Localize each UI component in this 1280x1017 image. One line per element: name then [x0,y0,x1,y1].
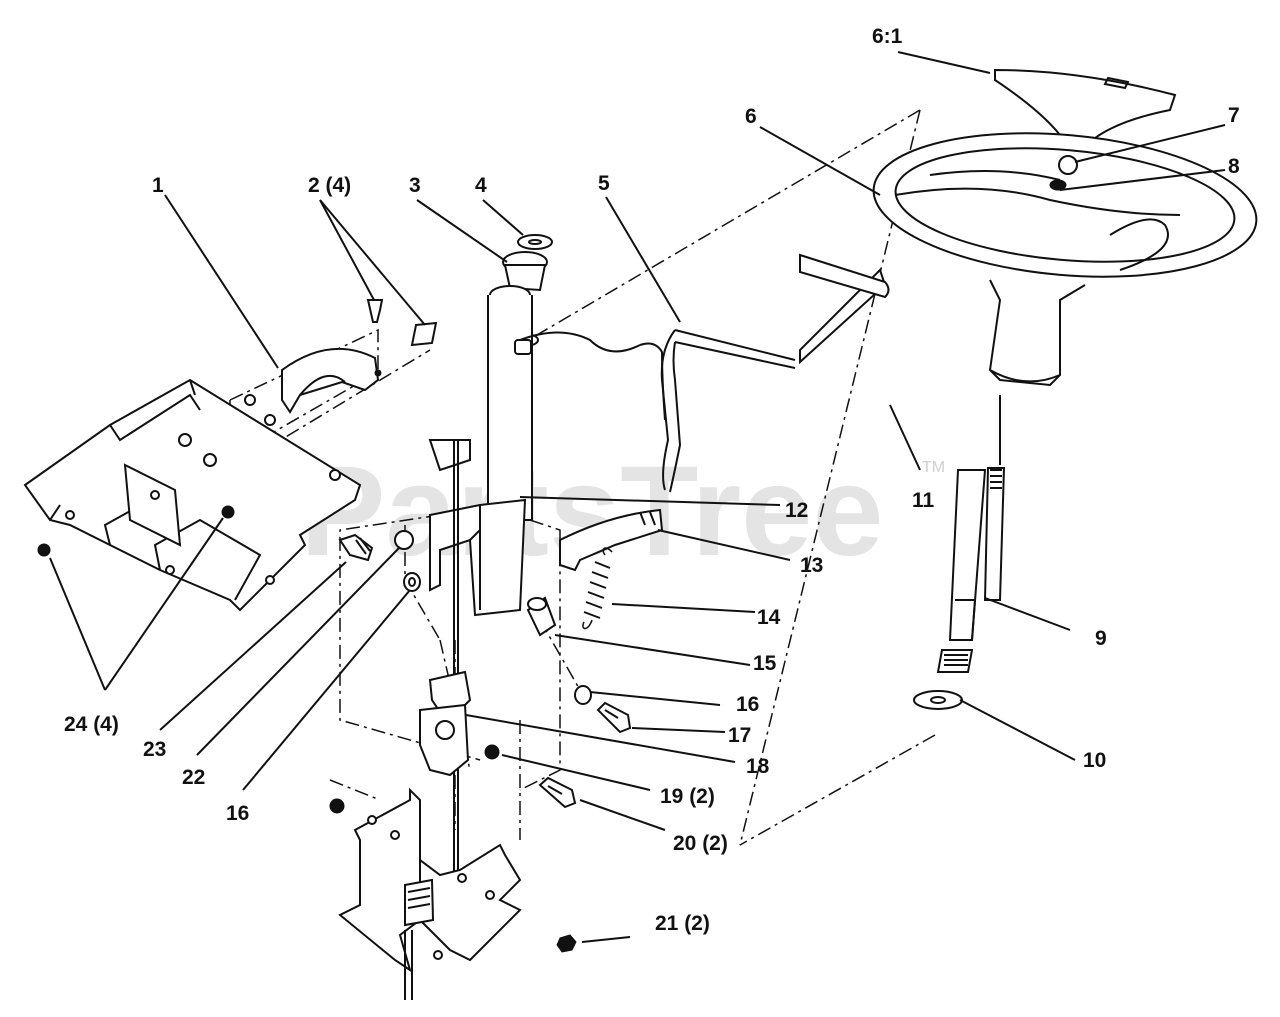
nuts-24 [37,505,235,557]
steering-column [428,251,641,900]
callout-22: 22 [182,766,205,789]
callout-11: 11 [912,489,935,512]
steering-insert-6-1 [994,68,1177,140]
callout-17: 17 [728,724,751,747]
callout-7: 7 [1228,104,1240,127]
callout-3: 3 [409,174,421,197]
nut-19 [484,744,500,760]
seat-plate-13 [559,508,664,572]
bolt-17 [596,701,632,734]
steering-wheel-6 [872,132,1258,387]
callout-4: 4 [475,174,487,197]
callout-labels: 1 2 (4) 3 4 5 6 6:1 7 8 9 10 11 12 13 14… [64,25,1240,935]
washer-16-right [574,685,592,705]
callout-12: 12 [785,499,808,522]
washer-4 [517,234,553,250]
watermark: PartsTree TM [300,440,945,583]
callout-20: 20 (2) [673,832,728,855]
callout-13: 13 [800,554,823,577]
callout-6: 6 [745,105,757,128]
callout-10: 10 [1083,749,1106,772]
nut-21 [556,934,577,953]
lower-bracket [329,787,522,1000]
callout-2: 2 (4) [308,174,351,197]
callout-16-left: 16 [226,802,249,825]
callout-16-right: 16 [736,693,759,716]
lift-rod-5 [639,268,887,493]
callout-8: 8 [1228,155,1240,178]
callout-6-1: 6:1 [872,25,903,48]
callout-24: 24 (4) [64,713,119,736]
callout-18: 18 [746,755,770,778]
callout-1: 1 [152,174,164,197]
callout-19: 19 (2) [660,785,715,808]
callout-21: 21 (2) [655,912,710,935]
washer-10 [913,690,963,710]
callout-9: 9 [1095,627,1107,650]
callout-23: 23 [143,738,166,761]
washer-16-left [403,572,421,592]
watermark-trademark: TM [922,459,945,476]
steering-shaft-9 [936,395,1006,673]
grip-11 [799,253,890,299]
callout-15: 15 [753,652,777,675]
callout-14: 14 [757,606,781,629]
steering-clamp [281,299,438,414]
spring-14 [582,547,613,630]
bolt-23 [338,533,374,562]
universal-joint-18 [419,670,472,777]
callout-5: 5 [598,172,610,195]
spacer-22 [394,530,414,550]
spacer-15 [526,596,557,637]
bolt-20 [538,776,577,809]
leader-lines [49,51,1226,943]
frame-bracket [23,378,362,612]
